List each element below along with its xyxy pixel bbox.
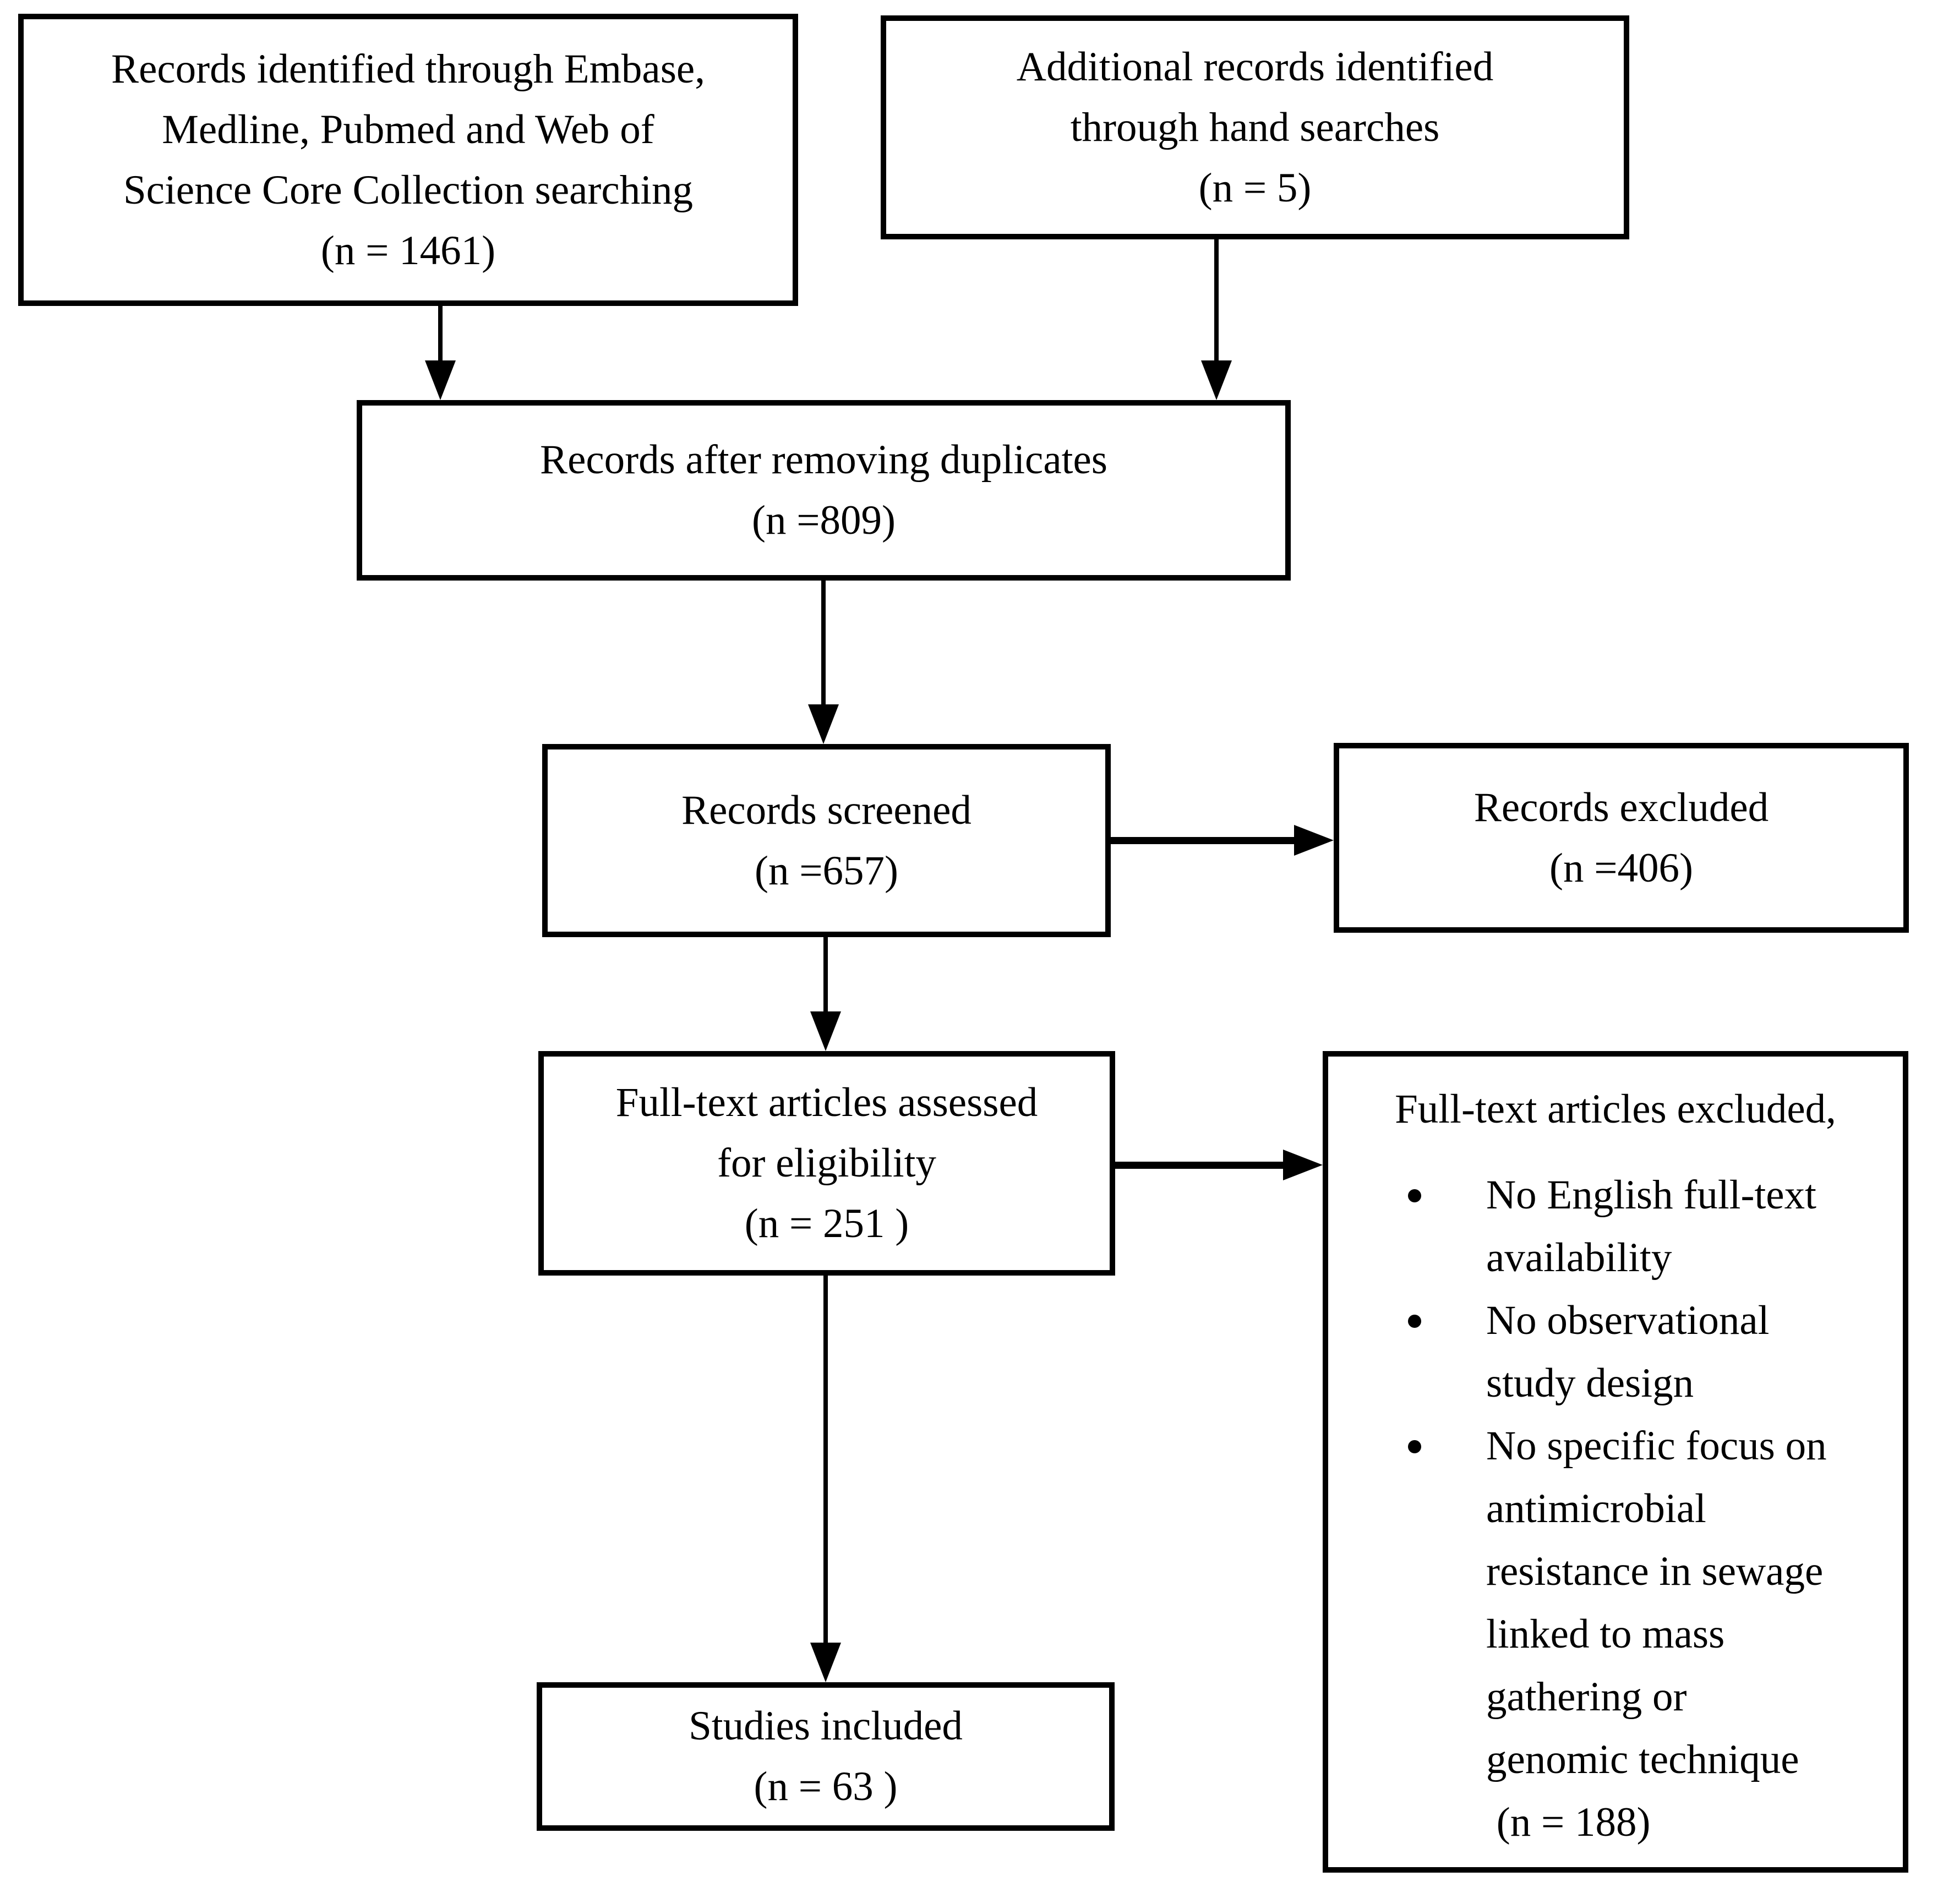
box-text-line: Records excluded	[1473, 784, 1769, 830]
box-text-line: Additional records identified	[1016, 43, 1494, 90]
box-text-line: Medline, Pubmed and Web of	[162, 106, 654, 152]
bullet-text-line: (n = 188)	[1486, 1799, 1651, 1845]
bullet-text-line: No English full-text	[1486, 1172, 1816, 1218]
bullet-text-line: antimicrobial	[1486, 1486, 1706, 1531]
bullet-icon	[1408, 1315, 1421, 1328]
bullet-icon	[1408, 1440, 1421, 1453]
bullet-text-line: No observational	[1486, 1298, 1770, 1343]
box-title: Full-text articles excluded,	[1395, 1086, 1836, 1132]
arrow-screened-to-fulltext-head	[810, 1011, 841, 1051]
box-text-line: (n = 1461)	[320, 227, 496, 273]
box-records-excluded: Records excluded (n =406)	[1334, 743, 1909, 933]
box-text-line: Records after removing duplicates	[540, 437, 1107, 483]
arrow-duplicates-to-screened-head	[808, 704, 839, 744]
bullet-text-line: study design	[1486, 1360, 1694, 1406]
arrow-screened-to-excluded-line	[1111, 837, 1297, 844]
bullet-text-line: gathering or	[1486, 1674, 1687, 1720]
arrow-fulltext-to-excluded-line	[1115, 1162, 1286, 1169]
box-text-line: Studies included	[689, 1703, 963, 1749]
bullet-icon	[1408, 1189, 1421, 1202]
arrow-fulltext-to-excluded-head	[1283, 1150, 1323, 1180]
box-text-line: through hand searches	[1070, 104, 1440, 150]
arrow-identified-to-duplicates-line	[438, 306, 443, 364]
box-text-line: for eligibility	[717, 1140, 936, 1186]
arrow-screened-to-excluded-head	[1294, 825, 1334, 856]
bullet-text-line: availability	[1486, 1235, 1672, 1281]
box-text-line: (n = 5)	[1198, 165, 1312, 211]
bullet-text-line: linked to mass	[1486, 1611, 1725, 1657]
bullet-text-line: No specific focus on	[1486, 1423, 1827, 1469]
box-fulltext-assessed: Full-text articles assessed for eligibil…	[538, 1051, 1115, 1276]
list-item: No English full-text availability	[1408, 1164, 1903, 1289]
arrow-additional-to-duplicates-head	[1201, 360, 1232, 400]
arrow-additional-to-duplicates-line	[1214, 239, 1219, 364]
box-fulltext-excluded: Full-text articles excluded, No English …	[1323, 1051, 1908, 1873]
exclusion-reasons-list: No English full-text availability No obs…	[1328, 1164, 1903, 1854]
list-item: No specific focus on antimicrobial resis…	[1408, 1415, 1903, 1854]
arrow-screened-to-fulltext-line	[823, 937, 828, 1015]
box-records-identified: Records identified through Embase, Medli…	[18, 14, 798, 306]
arrow-identified-to-duplicates-head	[425, 360, 456, 400]
box-after-duplicates: Records after removing duplicates (n =80…	[357, 400, 1291, 581]
arrow-duplicates-to-screened-line	[821, 581, 826, 708]
box-text-line: (n =809)	[752, 497, 896, 543]
bullet-text-line: genomic technique	[1486, 1737, 1799, 1782]
box-text-line: Full-text articles assessed	[615, 1080, 1038, 1125]
box-additional-records: Additional records identified through ha…	[881, 15, 1629, 239]
list-item: No observational study design	[1408, 1289, 1903, 1415]
box-text-line: (n =657)	[755, 847, 898, 894]
arrow-fulltext-to-included-head	[810, 1643, 841, 1682]
bullet-text-line: resistance in sewage	[1486, 1549, 1824, 1594]
box-text-line: Records identified through Embase,	[111, 46, 705, 92]
box-text-line: Science Core Collection searching	[123, 167, 694, 213]
box-studies-included: Studies included (n = 63 )	[537, 1682, 1115, 1831]
arrow-fulltext-to-included-line	[823, 1276, 828, 1646]
box-text-line: (n = 63 )	[754, 1764, 898, 1809]
box-text-line: (n = 251 )	[744, 1201, 909, 1246]
box-text-line: Records screened	[681, 787, 972, 833]
box-records-screened: Records screened (n =657)	[542, 744, 1111, 937]
box-text-line: (n =406)	[1549, 845, 1693, 891]
